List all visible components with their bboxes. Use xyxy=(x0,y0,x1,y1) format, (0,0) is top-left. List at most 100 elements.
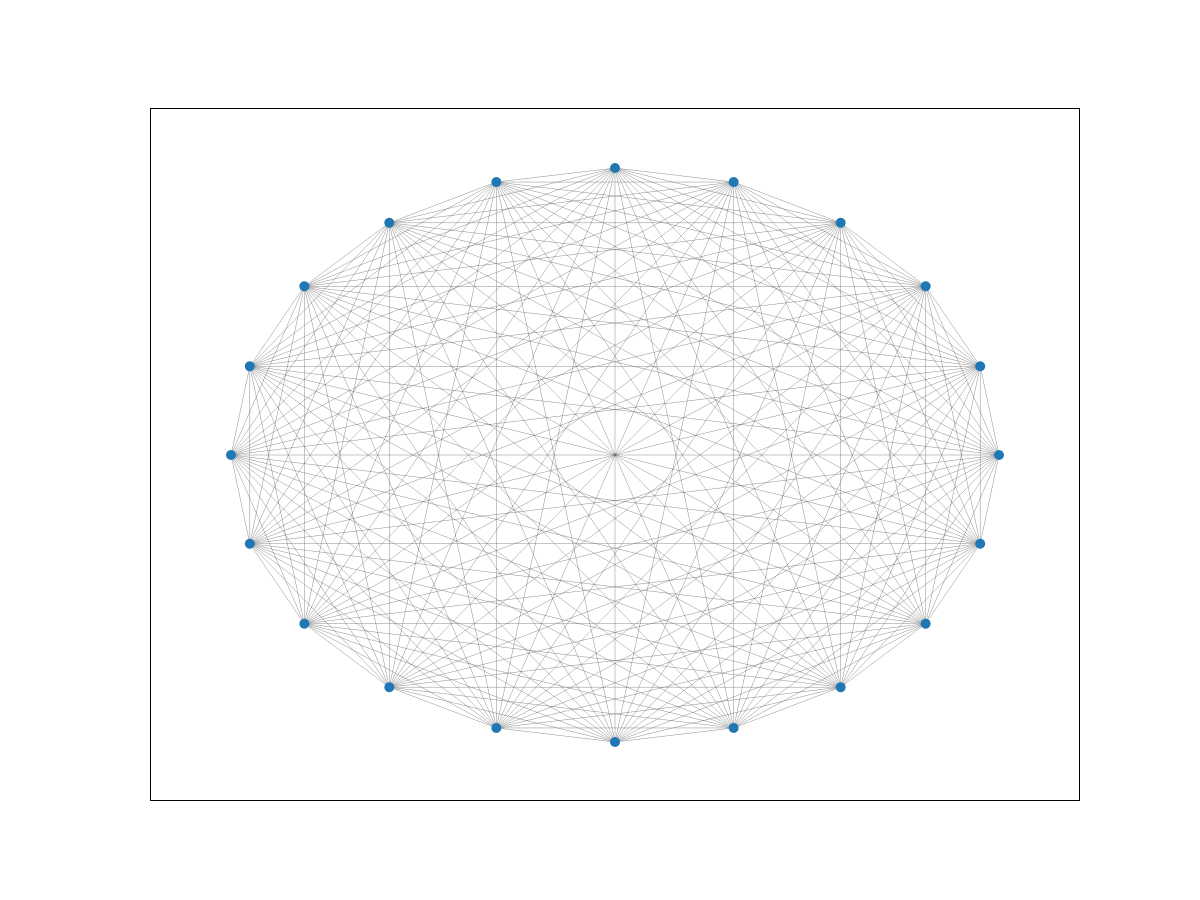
graph-edge xyxy=(249,286,926,544)
graph-edge xyxy=(304,286,390,688)
graph-edge xyxy=(304,222,390,624)
graph-edge xyxy=(249,366,305,624)
graph-edge xyxy=(733,181,926,624)
graph-edge xyxy=(249,543,390,688)
graph-edge xyxy=(614,286,926,743)
graph-edge xyxy=(614,727,734,743)
graph-edge xyxy=(389,686,734,729)
graph-edge xyxy=(249,454,1000,544)
graph-node xyxy=(994,450,1004,460)
graph-edge xyxy=(304,286,497,729)
graph-edge xyxy=(614,686,841,743)
graph-edge xyxy=(304,543,981,624)
graph-edge xyxy=(249,181,734,367)
graph-edge xyxy=(979,366,1000,456)
graph-edge xyxy=(249,181,497,367)
graph-edge xyxy=(304,167,616,287)
graph-edge xyxy=(230,454,981,544)
graph-edge xyxy=(389,222,926,624)
graph-edge xyxy=(496,222,841,729)
graph-edge xyxy=(614,167,981,544)
graph-edge xyxy=(304,623,616,743)
graph-edge xyxy=(230,454,841,688)
graph-edge xyxy=(840,222,1000,456)
graph-edge xyxy=(249,366,734,729)
graph-edge xyxy=(230,222,841,456)
graph-edge xyxy=(614,182,734,743)
graph-edge xyxy=(304,286,981,544)
graph-edge xyxy=(389,181,734,224)
graph-edge xyxy=(249,181,497,544)
graph-edge xyxy=(304,286,616,743)
graph-edge xyxy=(249,366,981,544)
graph-edge xyxy=(496,181,926,624)
graph-edge xyxy=(230,454,390,688)
graph-edge xyxy=(389,286,926,688)
graph-edge xyxy=(249,543,305,624)
graph-edge xyxy=(230,454,616,743)
graph-edge xyxy=(840,454,1000,688)
graph-edge xyxy=(925,543,981,624)
graph-edge xyxy=(249,366,841,688)
graph-edge xyxy=(249,366,497,729)
graph-edge xyxy=(733,182,841,688)
graph-edge xyxy=(979,454,1000,544)
graph-edge xyxy=(925,286,981,367)
graph-edge xyxy=(389,222,616,743)
graph-edge xyxy=(733,181,981,544)
graph-edge xyxy=(304,623,497,729)
graph-edge xyxy=(389,686,616,743)
graph-node xyxy=(244,538,255,549)
graph-edge xyxy=(840,543,981,688)
graph-node xyxy=(920,618,931,629)
graph-edge xyxy=(496,366,981,729)
graph-node xyxy=(610,737,620,747)
graph-edge xyxy=(496,543,981,729)
graph-node xyxy=(728,177,739,188)
graph-edge xyxy=(304,366,981,624)
graph-edge xyxy=(840,222,981,544)
edge-layer xyxy=(230,167,1000,743)
graph-node xyxy=(728,722,739,733)
graph-edge xyxy=(840,222,926,624)
graph-edge xyxy=(389,182,497,688)
graph-edge xyxy=(614,167,841,688)
graph-edge xyxy=(496,727,616,743)
graph-node xyxy=(491,722,502,733)
graph-edge xyxy=(249,543,616,743)
graph-edge xyxy=(230,222,390,456)
graph-edge xyxy=(733,181,841,224)
graph-node xyxy=(835,682,846,693)
graph-edge xyxy=(304,222,841,624)
graph-node xyxy=(920,281,931,292)
graph-edge xyxy=(614,167,734,728)
graph-edge xyxy=(614,454,1000,743)
graph-edge xyxy=(925,366,981,624)
graph-edge xyxy=(733,623,926,729)
graph-edge xyxy=(840,623,926,688)
graph-node xyxy=(384,217,395,228)
graph-edge xyxy=(249,286,305,367)
graph-node xyxy=(835,217,846,228)
graph-edge xyxy=(614,167,734,183)
graph-edge xyxy=(496,623,926,729)
graph-edge xyxy=(389,686,497,729)
graph-node xyxy=(244,361,255,372)
graph-node xyxy=(299,281,310,292)
graph-edge xyxy=(614,167,1000,456)
graph-edge xyxy=(733,222,841,728)
node-layer xyxy=(226,163,1004,747)
graph-edge xyxy=(249,286,305,544)
graph-edge xyxy=(304,222,390,287)
graph-node xyxy=(384,682,395,693)
graph-edge xyxy=(614,167,926,624)
graph-edge xyxy=(389,181,734,688)
graph-edge xyxy=(733,686,841,729)
graph-edge xyxy=(496,686,841,729)
graph-edge xyxy=(304,623,390,688)
graph-edge xyxy=(733,543,981,729)
graph-edge xyxy=(230,454,305,624)
graph-edge xyxy=(230,366,251,456)
graph-edge xyxy=(230,366,981,456)
